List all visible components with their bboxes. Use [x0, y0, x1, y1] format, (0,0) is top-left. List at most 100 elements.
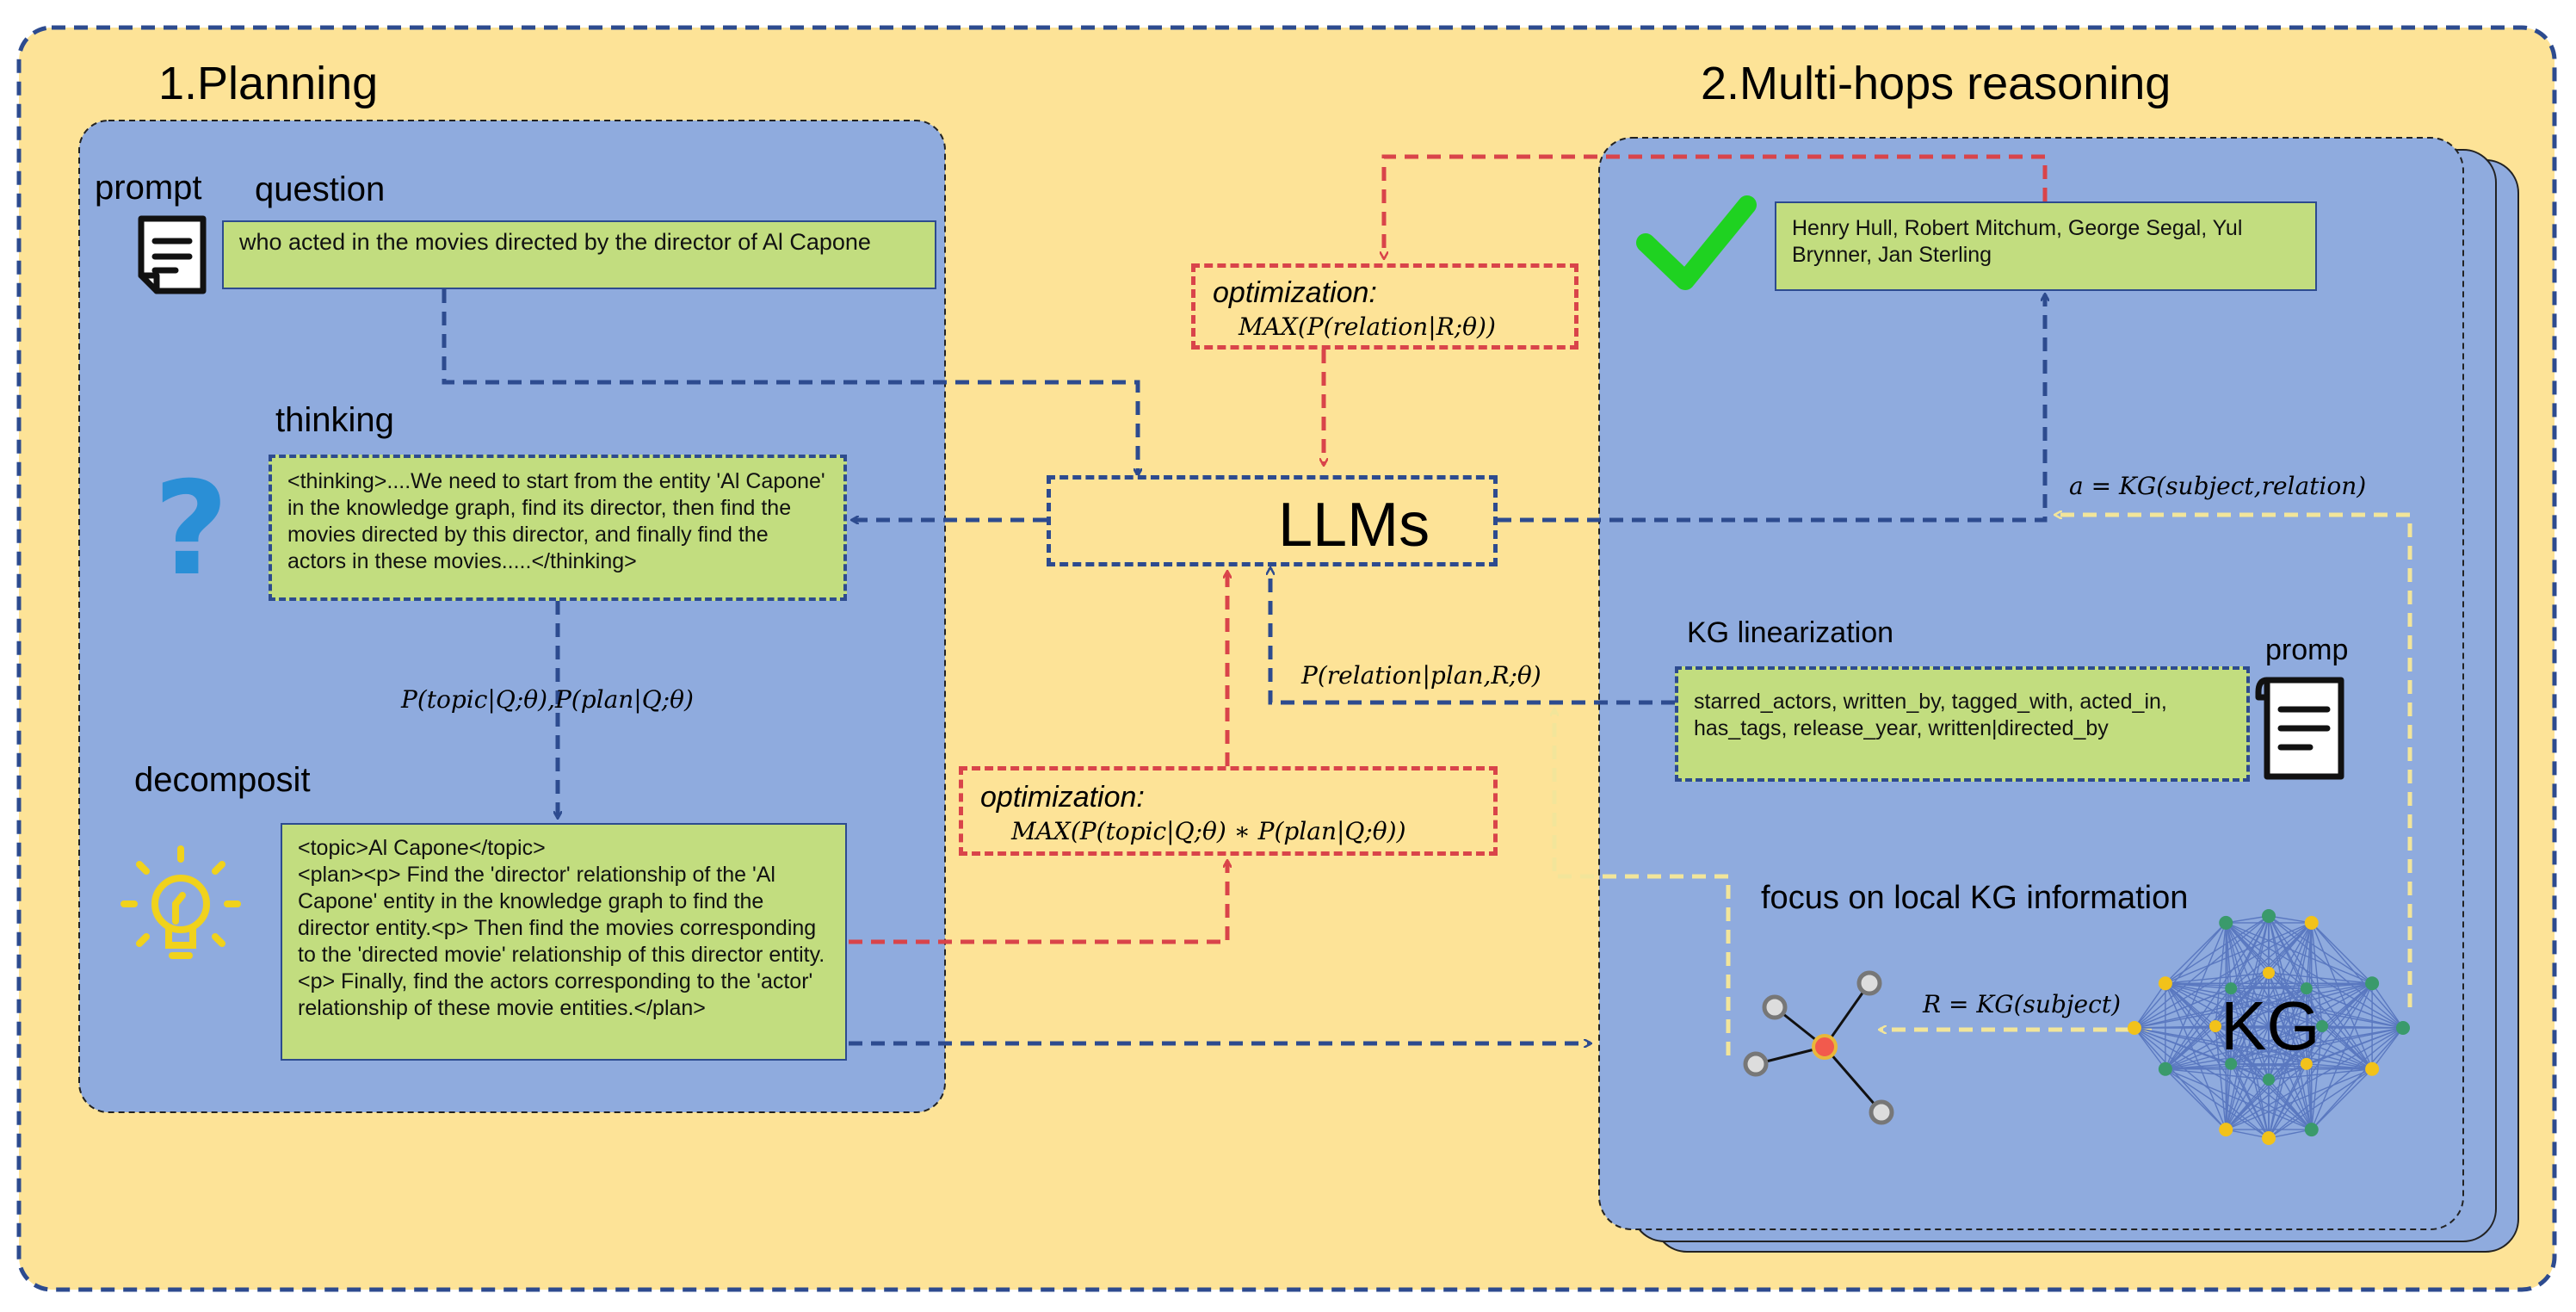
arrow-decompose-to-opt-bottom — [849, 861, 1227, 944]
kg-edge — [2165, 922, 2227, 984]
arrow-llm-to-answer — [1498, 294, 2045, 523]
kg-node — [2209, 1020, 2221, 1032]
kg-edge — [2225, 1079, 2270, 1130]
kg-node — [2128, 1021, 2141, 1035]
kg-edge — [2268, 987, 2307, 1139]
optimization-top-title: optimization: — [1213, 276, 1377, 309]
kg-node — [2300, 1057, 2313, 1070]
arrow-local-to-kglin — [1554, 709, 1731, 1055]
kg-edge — [2134, 1027, 2270, 1139]
kg-edge — [2321, 1025, 2373, 1070]
promp-label: promp — [2265, 634, 2349, 666]
relation-probability: P(relation|plan,R;θ) — [1301, 661, 1541, 690]
kg-edge — [2165, 987, 2232, 1070]
kg-edge — [2215, 982, 2373, 1027]
document-icon — [2255, 677, 2344, 780]
kg-edge — [2230, 922, 2313, 989]
kg-graph-icon — [2128, 909, 2410, 1145]
kg-edge — [2268, 915, 2312, 924]
kg-edge — [2226, 1129, 2270, 1139]
kg-node — [2219, 1123, 2233, 1137]
kg-edge — [2165, 922, 2227, 1070]
kg-edge — [2311, 1027, 2404, 1130]
kg-edge — [2311, 922, 2373, 984]
optimization-bottom-box: optimization: MAX(P(topic|Q;θ) ∗ P(plan|… — [959, 766, 1498, 856]
kg-edge — [2371, 982, 2404, 1029]
arrow-kg-to-answer-line — [2055, 515, 2412, 1007]
kg-edge — [2306, 987, 2373, 1070]
kg-edge — [2225, 922, 2307, 989]
kg-label: KG — [2221, 987, 2320, 1064]
kg-edge — [2165, 972, 2270, 984]
kg-edge — [2165, 1068, 2313, 1130]
kg-node — [2396, 1021, 2410, 1035]
kg-node — [2316, 1020, 2328, 1032]
kg-node — [2262, 909, 2276, 923]
thinking-label: thinking — [275, 401, 394, 439]
document-icon — [138, 215, 207, 294]
kg-node — [2225, 982, 2238, 995]
thinking-box: <thinking>....We need to start from the … — [269, 455, 847, 601]
kg-edge — [2311, 922, 2404, 1029]
prompt-label: prompt — [95, 169, 202, 207]
arrow-answer-to-opt-top — [1384, 154, 2048, 258]
kg-linearization-box: starred_actors, written_by, tagged_with,… — [1675, 666, 2250, 782]
kg-node — [2262, 1131, 2276, 1145]
kg-edge — [2230, 987, 2270, 1080]
kg-edge — [2134, 987, 2307, 1029]
kg-edge — [2165, 1025, 2323, 1070]
kg-edge — [2134, 982, 2373, 1029]
arrow-kglin-to-llm — [1270, 568, 1675, 705]
kg-edge — [2165, 982, 2323, 1027]
kg-edge — [2165, 1068, 2227, 1130]
kg-edge — [2225, 922, 2373, 984]
kg-edge — [2230, 987, 2270, 1139]
kg-edge — [2134, 915, 2270, 1029]
kg-edge — [2268, 1129, 2312, 1139]
r-formula: R = KG(subject) — [1923, 990, 2121, 1018]
kg-edge — [2165, 982, 2232, 1065]
optimization-bottom-formula: MAX(P(topic|Q;θ) ∗ P(plan|Q;θ)) — [1011, 817, 1406, 845]
kg-node — [2304, 915, 2319, 930]
optimization-bottom-title: optimization: — [980, 781, 1145, 814]
kg-edge — [2268, 972, 2373, 984]
kg-node — [2300, 982, 2313, 995]
checkmark-icon — [1636, 195, 1757, 290]
decompose-label: decomposit — [134, 761, 311, 799]
kg-edge — [2165, 1068, 2270, 1080]
reasoning-heading: 2.Multi-hops reasoning — [1701, 58, 2171, 109]
kg-edge — [2268, 1063, 2307, 1139]
llm-label: LLMs — [1278, 491, 1430, 560]
kg-node — [2263, 967, 2275, 979]
kg-edge — [2268, 915, 2313, 1130]
kg-edge — [2371, 1027, 2404, 1070]
kg-edge — [2134, 987, 2232, 1029]
kg-edge — [2230, 915, 2270, 1065]
llm-box: LLMs — [1047, 475, 1498, 566]
decompose-box: <topic>Al Capone</topic> <plan><p> Find … — [281, 823, 847, 1061]
kg-edge — [2230, 987, 2323, 1027]
kg-edge — [2165, 982, 2404, 1029]
kg-edge — [2134, 1027, 2166, 1070]
kg-node — [2225, 1057, 2238, 1070]
kg-edge — [2268, 915, 2373, 1070]
arrow-question-to-llm — [442, 289, 1138, 475]
lightbulb-icon — [120, 845, 241, 959]
kg-edge — [2165, 1027, 2404, 1070]
kg-edge — [2165, 982, 2232, 989]
planning-heading: 1.Planning — [158, 58, 379, 109]
kg-edge — [2230, 982, 2373, 1065]
kg-edge — [2311, 1068, 2373, 1130]
kg-edge — [2134, 1027, 2373, 1070]
kg-edge — [2134, 1027, 2307, 1065]
kg-edge — [2306, 987, 2404, 1029]
kg-edge — [2268, 1068, 2373, 1080]
kg-edge — [2215, 1025, 2373, 1070]
kg-edge — [2268, 982, 2373, 1139]
kg-edge — [2268, 915, 2404, 1029]
optimization-top-formula: MAX(P(relation|R;θ)) — [1239, 313, 1496, 341]
kg-edge — [2165, 982, 2270, 1139]
kg-edge — [2226, 915, 2270, 924]
kg-node — [2158, 1061, 2172, 1076]
